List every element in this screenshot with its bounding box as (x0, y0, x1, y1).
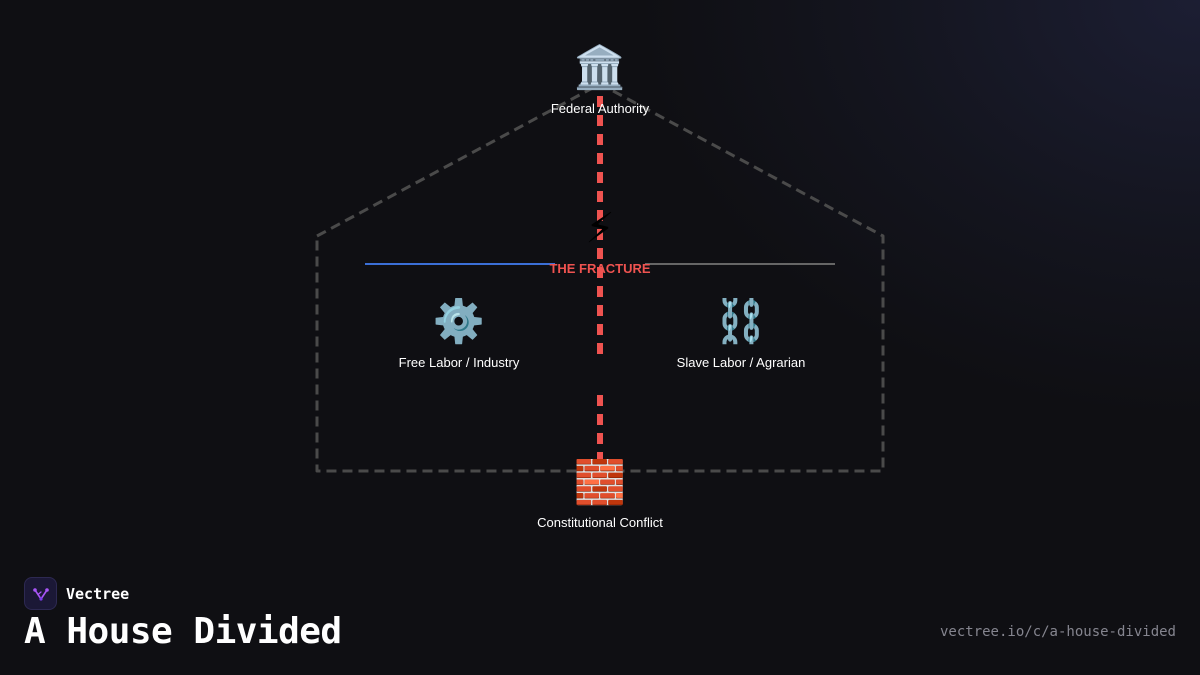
brand-name: Vectree (66, 584, 130, 603)
chains-icon: ⛓️ (715, 297, 767, 346)
lightning-icon: ⚡ (585, 204, 615, 253)
node-slave-labor-agrarian[interactable]: ⛓️ Slave Labor / Agrarian (677, 297, 806, 371)
page-title: A House Divided (24, 611, 342, 652)
classical-building-icon: 🏛️ (574, 43, 626, 92)
vectree-logo-icon (24, 577, 57, 610)
house-outline (315, 82, 885, 473)
node-federal-authority[interactable]: 🏛️ Federal Authority (551, 43, 650, 117)
brick-wall-icon: 🧱 (574, 458, 626, 507)
node-label-free-labor-industry: Free Labor / Industry (399, 355, 520, 370)
gear-icon: ⚙️ (433, 297, 485, 346)
brand[interactable]: Vectree (24, 577, 129, 610)
node-free-labor-industry[interactable]: ⚙️ Free Labor / Industry (399, 297, 520, 371)
node-label-federal-authority: Federal Authority (551, 101, 650, 116)
node-constitutional-conflict[interactable]: 🧱 Constitutional Conflict (537, 458, 663, 531)
node-label-the-fracture: THE FRACTURE (549, 261, 650, 276)
node-the-fracture[interactable]: ⚡ THE FRACTURE (549, 204, 650, 277)
node-label-slave-labor-agrarian: Slave Labor / Agrarian (677, 355, 806, 370)
node-label-constitutional-conflict: Constitutional Conflict (537, 515, 663, 530)
source-url[interactable]: vectree.io/c/a-house-divided (939, 624, 1176, 640)
